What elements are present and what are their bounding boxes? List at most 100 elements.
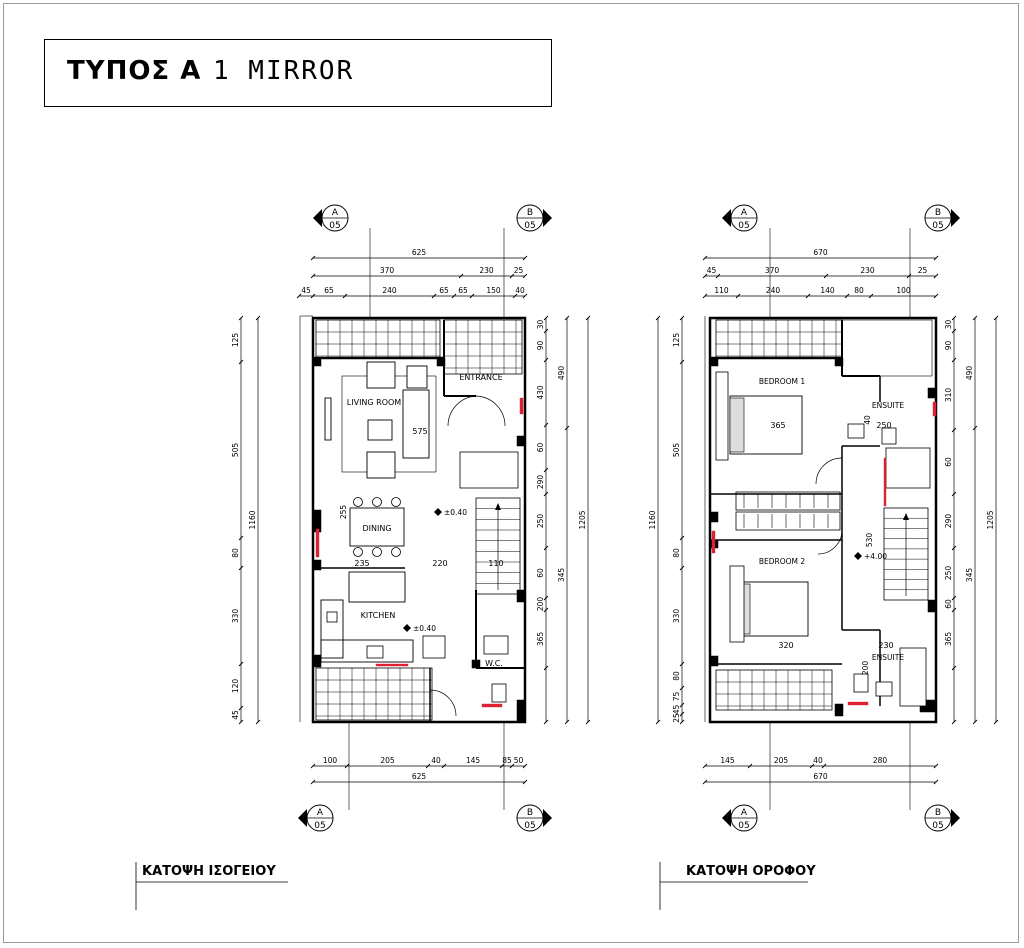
dimension-text: 30 [536, 320, 545, 330]
dimension-tick [238, 359, 244, 365]
dimension-tick [296, 293, 302, 299]
inner-dimension: 575 [412, 427, 427, 436]
dimension-text: 80 [854, 286, 864, 295]
dimension-tick [238, 719, 244, 725]
section-marker-sheet: 05 [738, 221, 749, 231]
room-label-ensuite: ENSUITE [872, 653, 904, 662]
section-marker-letter: A [332, 208, 339, 218]
dimension-text: 25 [672, 713, 681, 723]
dimension-tick [702, 763, 708, 769]
dimension-tick [499, 763, 505, 769]
chair-icon [353, 497, 363, 507]
dimension-tick [702, 273, 708, 279]
dimension-tick [993, 719, 999, 725]
wall-column [312, 509, 322, 533]
dimension-text: 125 [231, 333, 240, 348]
section-marker-letter: B [935, 208, 941, 218]
door-swing [475, 395, 506, 427]
dimension-text: 100 [323, 756, 338, 765]
dimension-tick [735, 293, 741, 299]
dimension-tick [809, 763, 815, 769]
dimension-text: 205 [380, 756, 395, 765]
window-mark [519, 397, 524, 415]
dimension-total: 1205 [578, 510, 587, 529]
wall-column [927, 387, 937, 399]
drawing-frame [3, 3, 1019, 943]
dimension-text: 60 [536, 443, 545, 453]
dimension-tick [509, 763, 515, 769]
dimension-text: 205 [774, 756, 789, 765]
rear-patio [315, 667, 433, 721]
dimension-text: 365 [944, 632, 953, 647]
dimension-tick [238, 535, 244, 541]
dimension-text: 85 [502, 756, 512, 765]
inner-dimension: 320 [778, 641, 793, 650]
dimension-tick [543, 422, 549, 428]
ground-floor-caption: ΚΑΤΟΨΗ ΙΣΟΓΕΙΟΥ [142, 864, 276, 879]
dimension-text: 45 [707, 266, 717, 275]
section-marker-sheet: 05 [932, 221, 943, 231]
dimension-tick [543, 315, 549, 321]
stair-landing [459, 451, 519, 489]
armchair-icon [366, 451, 396, 479]
dimension-tick [679, 315, 685, 321]
section-marker-sheet: 05 [738, 821, 749, 831]
dimension-text: 40 [431, 756, 441, 765]
dimension-tick [238, 315, 244, 321]
dimension-tick [585, 719, 591, 725]
dimension-tick [868, 293, 874, 299]
dimension-text: 45 [301, 286, 311, 295]
section-arrow-icon [722, 209, 731, 227]
wall-column [471, 659, 481, 669]
wall-column [436, 357, 446, 367]
dimension-text: 240 [382, 286, 397, 295]
dimension-text: 110 [714, 286, 729, 295]
door-swing [815, 457, 843, 485]
dimension-tick [747, 763, 753, 769]
basin-icon [875, 681, 893, 697]
inner-dimension: 200 [861, 661, 870, 676]
wall-column [927, 599, 937, 613]
dimension-text: 330 [231, 609, 240, 624]
level-marker-icon [854, 552, 862, 560]
dimension-tick [702, 255, 708, 261]
section-marker-sheet: 05 [524, 821, 535, 831]
front-balcony [715, 319, 843, 359]
dimension-tick [906, 273, 912, 279]
dimension-tick [933, 763, 939, 769]
window-mark [883, 457, 887, 507]
dimension-tick [310, 273, 316, 279]
level-text: ±0.40 [444, 508, 467, 517]
dimension-tick [655, 719, 661, 725]
inner-dimension: 110 [488, 559, 503, 568]
dimension-text: 345 [965, 568, 974, 583]
dimension-tick [972, 719, 978, 725]
dimension-tick [972, 315, 978, 321]
dimension-tick [238, 565, 244, 571]
entrance-paving [443, 319, 523, 375]
inner-dimension: 220 [432, 559, 447, 568]
section-marker: A05 [722, 804, 758, 832]
dimension-text: 60 [944, 457, 953, 467]
section-arrow-icon [298, 809, 307, 827]
kitchen-counter [320, 599, 344, 659]
dimension-text: 100 [896, 286, 911, 295]
dimension-text: 30 [944, 320, 953, 330]
dimension-text: 80 [672, 671, 681, 681]
dimension-text: 25 [514, 266, 524, 275]
section-marker: B05 [516, 804, 552, 832]
dimension-tick [522, 255, 528, 261]
sofa-icon [402, 389, 430, 459]
dimension-text: 80 [231, 548, 240, 558]
title-type: ΤΥΠΟΣ Α [67, 56, 202, 86]
dimension-text: 490 [557, 366, 566, 381]
void-area [841, 319, 933, 377]
door-swing [817, 529, 843, 555]
chair-icon [353, 547, 363, 557]
pillow-icon [729, 397, 745, 453]
room-label-bedroom2: BEDROOM 2 [759, 557, 806, 566]
dimension-tick [951, 665, 957, 671]
section-marker-sheet: 05 [524, 221, 535, 231]
dimension-tick [543, 357, 549, 363]
level-text: +4.00 [864, 552, 887, 561]
